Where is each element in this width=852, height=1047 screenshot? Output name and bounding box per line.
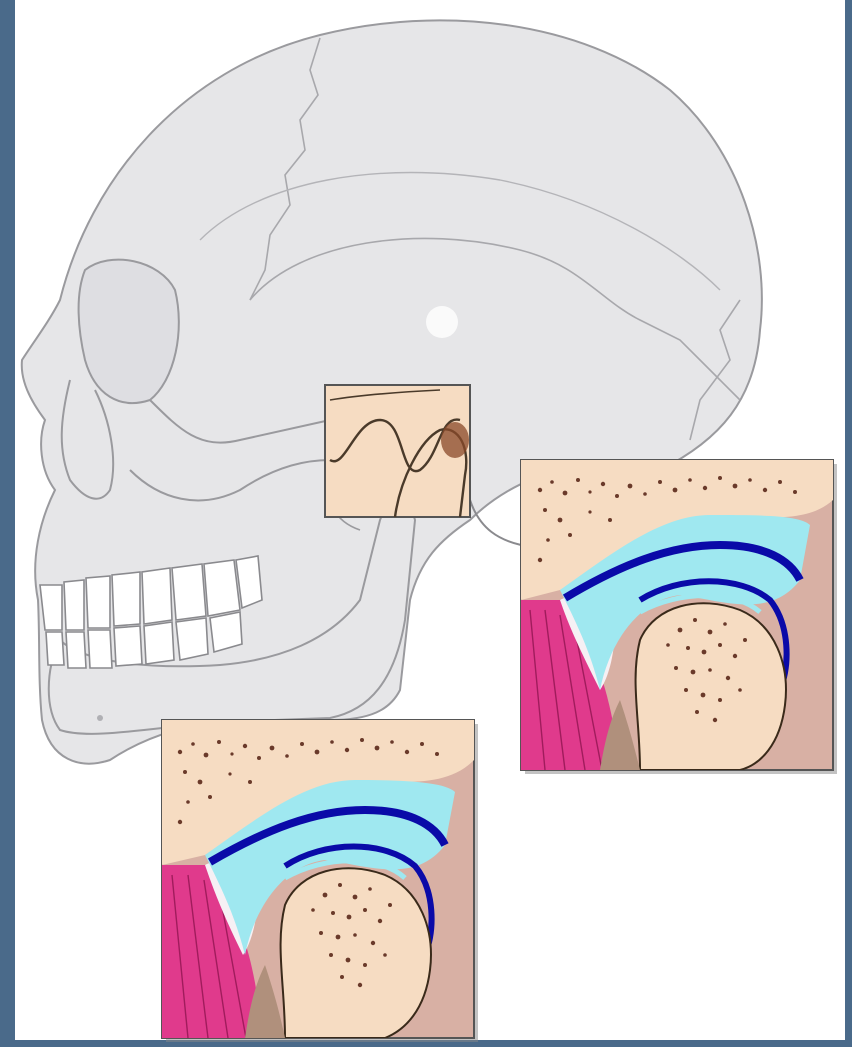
orbit — [79, 260, 179, 403]
mandibular-condyle-lower — [281, 868, 431, 1038]
inset-joint-detail-lower — [162, 720, 478, 1042]
inset-joint-overview — [325, 385, 470, 517]
inset-joint-detail-upper — [521, 460, 837, 774]
overview-bone-marrow — [441, 422, 469, 458]
mandibular-condyle — [636, 603, 786, 770]
external-acoustic-meatus — [426, 306, 458, 338]
mental-foramen — [97, 715, 103, 721]
